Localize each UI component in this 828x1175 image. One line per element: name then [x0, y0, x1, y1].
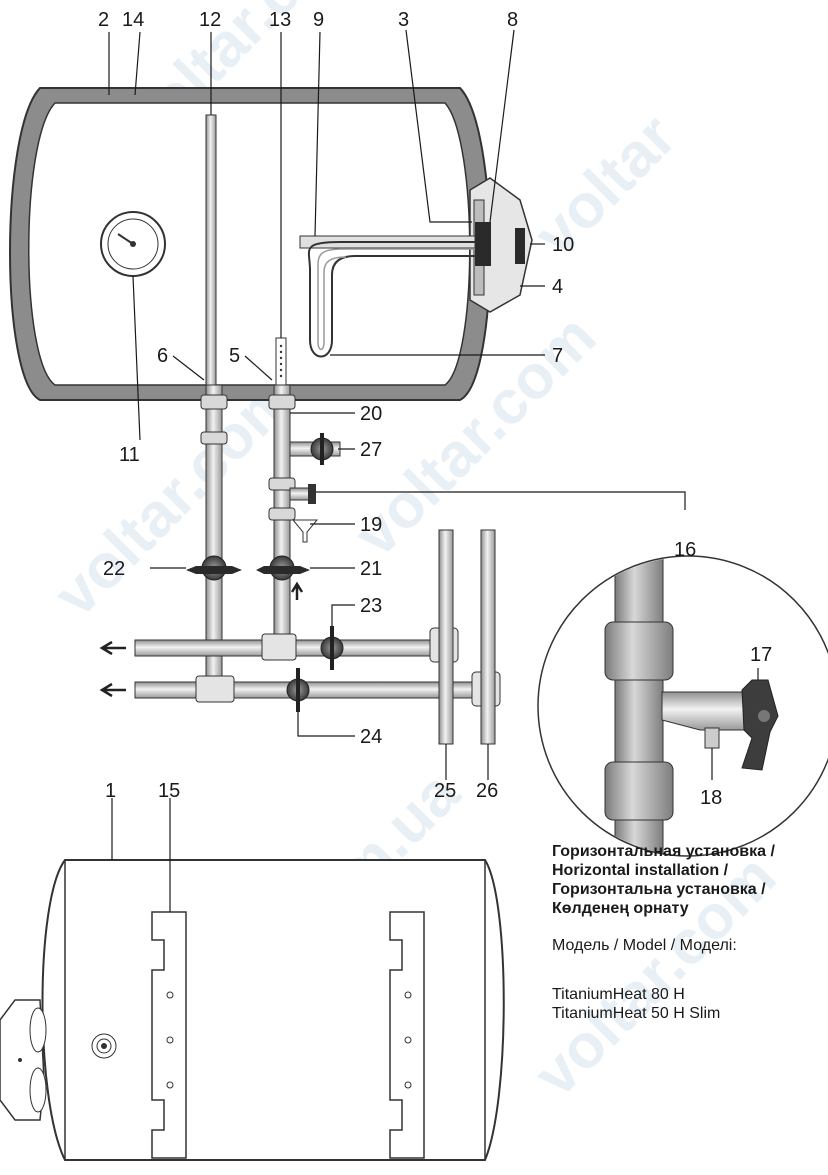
callout-20: 20	[360, 403, 382, 425]
callout-5: 5	[229, 345, 240, 367]
thermometer-icon	[100, 211, 166, 277]
callout-14: 14	[122, 9, 144, 31]
caption-title-line: Көлденең орнату	[552, 900, 689, 917]
callout-23: 23	[360, 595, 382, 617]
callout-25: 25	[434, 780, 456, 802]
tank-section	[9, 87, 533, 401]
mounting-bracket	[389, 911, 425, 1159]
tank-exterior	[0, 859, 505, 1161]
callout-9: 9	[313, 9, 324, 31]
model-list: TitaniumHeat 80 H TitaniumHeat 50 H Slim	[552, 985, 828, 1023]
detail-circle	[537, 555, 828, 857]
model-name: TitaniumHeat 50 H Slim	[552, 1005, 721, 1022]
callout-12: 12	[199, 9, 221, 31]
callout-6: 6	[157, 345, 168, 367]
caption-title-line: Горизонтальна установка /	[552, 881, 766, 898]
callouts: 2 14 12 13 9 3 8 10 4 7 6 5 20 11 27 19 …	[98, 9, 772, 809]
callout-15: 15	[158, 780, 180, 802]
caption: Горизонтальная установка / Horizontal in…	[552, 842, 828, 1023]
callout-26: 26	[476, 780, 498, 802]
callout-7: 7	[552, 345, 563, 367]
model-label: Модель / Model / Моделі:	[552, 937, 737, 954]
watermark: voltar	[521, 102, 689, 270]
callout-18: 18	[700, 787, 722, 809]
valve-24	[286, 668, 310, 712]
callout-22: 22	[103, 558, 125, 580]
callout-21: 21	[360, 558, 382, 580]
callout-8: 8	[507, 9, 518, 31]
callout-19: 19	[360, 514, 382, 536]
valve-22	[186, 555, 242, 581]
callout-3: 3	[398, 9, 409, 31]
callout-4: 4	[552, 276, 563, 298]
callout-2: 2	[98, 9, 109, 31]
piping	[99, 384, 501, 745]
caption-title-line: Horizontal installation /	[552, 862, 729, 879]
callout-13: 13	[269, 9, 291, 31]
mounting-bracket	[151, 911, 187, 1159]
valve-23	[320, 626, 344, 670]
drain-handle-icon	[741, 679, 779, 771]
caption-title-line: Горизонтальная установка /	[552, 843, 775, 860]
callout-27: 27	[360, 439, 382, 461]
valve-21	[256, 555, 310, 581]
callout-16: 16	[674, 539, 696, 561]
callout-11: 11	[119, 444, 140, 466]
model-name: TitaniumHeat 80 H	[552, 986, 685, 1003]
callout-24: 24	[360, 726, 382, 748]
callout-17: 17	[750, 644, 772, 666]
callout-1: 1	[105, 780, 116, 802]
callout-10: 10	[552, 234, 574, 256]
leader-lines	[108, 29, 759, 912]
